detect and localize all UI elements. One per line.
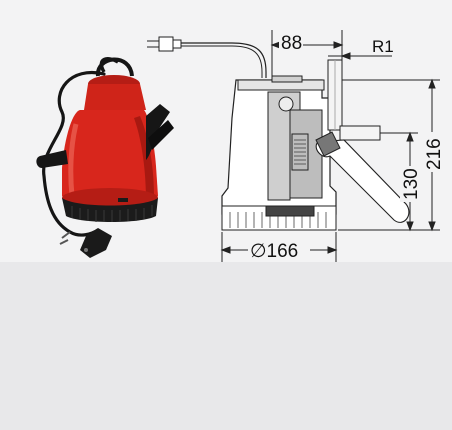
drawing-cable xyxy=(181,42,267,78)
power-cord xyxy=(42,70,106,237)
dim-label-216: 216 xyxy=(424,138,445,170)
dim-line-r1 xyxy=(328,52,392,60)
power-plug xyxy=(59,228,112,258)
dim-label-166: ∅166 xyxy=(250,241,298,262)
pump-base xyxy=(62,198,158,222)
dim-line-166 xyxy=(220,232,338,262)
pump-photo xyxy=(36,57,174,258)
dim-label-r1: R1 xyxy=(372,37,394,56)
dim-label-130: 130 xyxy=(401,168,422,200)
lower-panel xyxy=(0,262,452,430)
outlet-nozzle-left xyxy=(36,150,68,168)
technical-drawing xyxy=(147,30,440,262)
pump-body xyxy=(62,110,158,205)
dim-label-88: 88 xyxy=(281,33,302,54)
drawing-float-switch xyxy=(315,139,410,223)
dim-line-88 xyxy=(270,30,344,80)
carry-handle xyxy=(96,57,134,77)
drawing-plug-icon xyxy=(147,36,182,52)
